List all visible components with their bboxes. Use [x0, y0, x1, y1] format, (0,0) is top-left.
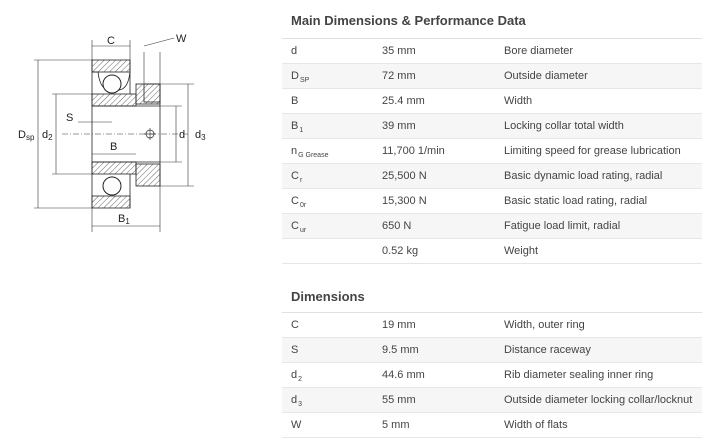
value-cell: 0.52 kg — [382, 245, 419, 257]
symbol-subscript: r — [299, 177, 303, 184]
description-cell: Width — [504, 95, 533, 107]
label-b: B — [110, 141, 117, 153]
symbol-main: d — [291, 394, 298, 406]
ball-top — [102, 74, 122, 94]
value-cell: 5 mm — [382, 419, 410, 431]
table-row: d 35 mm Bore diameter — [282, 38, 702, 64]
value-cell: 9.5 mm — [382, 344, 419, 356]
value-cell: 39 mm — [382, 120, 416, 132]
dimensions-title: Dimensions — [291, 289, 365, 304]
value-cell: 55 mm — [382, 394, 416, 406]
symbol-cell: d3 — [282, 388, 382, 413]
table-row: C 19 mm Width, outer ring — [282, 312, 702, 338]
description-cell: Width of flats — [504, 419, 568, 431]
ball-bottom — [102, 176, 122, 196]
label-s: S — [66, 112, 73, 124]
value-cell: 15,300 N — [382, 195, 427, 207]
symbol-main: W — [291, 419, 302, 431]
description-cell: Locking collar total width — [504, 120, 624, 132]
symbol-main: C — [291, 319, 299, 331]
symbol-cell: B1 — [282, 114, 382, 139]
symbol-main: n — [291, 145, 298, 157]
description-cell: Outside diameter locking collar/locknut — [504, 394, 693, 406]
symbol-cell: B — [282, 89, 382, 114]
table-row: B 25.4 mm Width — [282, 89, 702, 114]
symbol-cell: S — [282, 338, 382, 363]
label-d: d — [179, 129, 185, 141]
inner-ring — [91, 93, 160, 175]
description-cell: Width, outer ring — [504, 319, 585, 331]
table-row: W 5 mm Width of flats — [282, 413, 702, 438]
symbol-subscript: G Grease — [298, 152, 329, 159]
symbol-cell: W — [282, 413, 382, 438]
symbol-subscript: 0r — [299, 202, 307, 209]
value-cell: 650 N — [382, 220, 412, 232]
description-cell: Limiting speed for grease lubrication — [504, 145, 681, 157]
description-cell: Distance raceway — [504, 344, 591, 356]
symbol-subscript: ur — [299, 227, 307, 234]
symbol-main: B — [291, 95, 299, 107]
locking-collar — [135, 83, 161, 187]
value-cell: 44.6 mm — [382, 369, 425, 381]
label-d2: d2 — [42, 129, 53, 142]
symbol-cell: Cur — [282, 214, 382, 239]
description-cell: Rib diameter sealing inner ring — [504, 369, 654, 381]
label-d3: d3 — [195, 129, 206, 142]
symbol-cell — [282, 239, 382, 264]
symbol-cell: nG Grease — [282, 139, 382, 164]
value-cell: 25,500 N — [382, 170, 427, 182]
symbol-cell: Cr — [282, 164, 382, 189]
label-dsp: Dsp — [18, 129, 35, 142]
symbol-subscript: SP — [299, 77, 310, 84]
value-cell: 35 mm — [382, 45, 416, 57]
value-cell: 11,700 1/min — [382, 145, 445, 157]
label-w: W — [176, 33, 187, 45]
symbol-main: d — [291, 369, 298, 381]
symbol-cell: d — [282, 39, 382, 64]
label-b1: B1 — [118, 213, 130, 226]
symbol-main: C — [291, 170, 299, 182]
table-row: 0.52 kg Weight — [282, 239, 702, 264]
value-cell: 72 mm — [382, 70, 416, 82]
symbol-subscript: 3 — [298, 401, 303, 408]
value-cell: 19 mm — [382, 319, 416, 331]
symbol-main: C — [291, 220, 299, 232]
description-cell: Basic static load rating, radial — [504, 195, 648, 207]
table-row: S 9.5 mm Distance raceway — [282, 337, 702, 363]
symbol-main: D — [291, 70, 299, 82]
symbol-cell: C0r — [282, 189, 382, 214]
description-cell: Weight — [504, 245, 539, 257]
symbol-cell: d2 — [282, 363, 382, 388]
symbol-main: B — [291, 120, 299, 132]
symbol-main: S — [291, 344, 299, 356]
description-cell: Bore diameter — [504, 45, 574, 57]
symbol-main: d — [291, 45, 298, 57]
description-cell: Fatigue load limit, radial — [504, 220, 621, 232]
description-cell: Outside diameter — [504, 70, 588, 82]
symbol-subscript: 1 — [299, 127, 304, 134]
symbol-cell: C — [282, 313, 382, 338]
outer-ring-bottom — [91, 195, 131, 209]
symbol-cell: DSP — [282, 64, 382, 89]
symbol-main: C — [291, 195, 299, 207]
symbol-subscript: 2 — [298, 376, 303, 383]
value-cell: 25.4 mm — [382, 95, 425, 107]
label-c: C — [107, 35, 115, 47]
description-cell: Basic dynamic load rating, radial — [504, 170, 663, 182]
bearing-drawing: C W S B d d3 Dsp d2 B1 — [18, 33, 206, 232]
performance-title: Main Dimensions & Performance Data — [291, 13, 526, 28]
